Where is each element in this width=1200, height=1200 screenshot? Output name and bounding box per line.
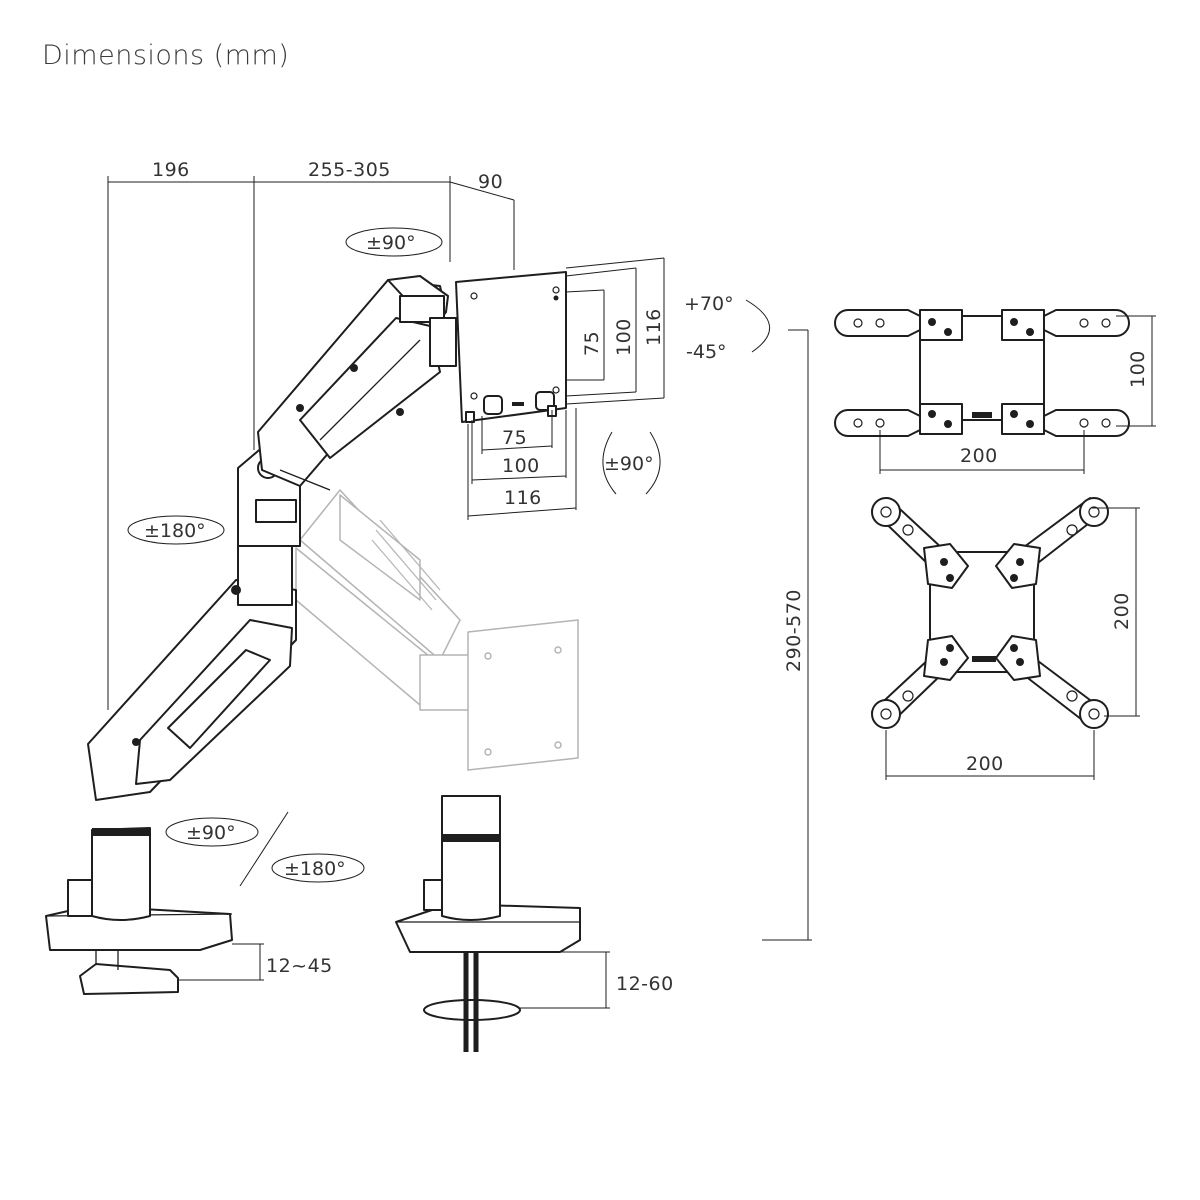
- rot-tilt-up: +70°: [684, 293, 734, 315]
- dim-clamp-thickness: 12~45: [266, 955, 333, 977]
- dim-adapter-b-height: 200: [1111, 592, 1133, 630]
- dim-adapter-a-width: 200: [960, 445, 998, 467]
- dim-adapter-b-width: 200: [966, 753, 1004, 775]
- dim-height-range: 290-570: [783, 589, 805, 672]
- rot-screen-rotate: ±90°: [604, 453, 654, 475]
- dimension-lines: [107, 176, 812, 1009]
- dim-plate-width-outer: 116: [504, 487, 542, 509]
- dim-plate-height-inner: 75: [581, 331, 603, 356]
- rot-tilt-down: -45°: [686, 341, 727, 363]
- dim-plate-height-outer: 116: [643, 308, 665, 346]
- rotation-arrows: [127, 227, 770, 883]
- upper-arm: [257, 275, 457, 491]
- dim-base-to-pole: 196: [152, 159, 190, 181]
- dim-adapter-a-height: 100: [1127, 350, 1149, 388]
- rot-base-swivel: ±90°: [186, 822, 236, 844]
- dim-grommet-thickness: 12-60: [616, 973, 674, 995]
- grommet-base: [395, 795, 581, 1052]
- dim-plate-width-inner: 75: [502, 427, 527, 449]
- vesa-plate: [455, 271, 567, 423]
- dim-plate-width-mid: 100: [502, 455, 540, 477]
- page-title: Dimensions (mm): [42, 40, 290, 71]
- rot-elbow-swivel: ±180°: [144, 520, 206, 542]
- clamp-base: [45, 827, 233, 995]
- adapter-plate-b: [871, 497, 1140, 780]
- lower-arm: [87, 544, 297, 801]
- dim-arm-reach: 255-305: [308, 159, 391, 181]
- adapter-plate-a: [834, 309, 1156, 474]
- dim-plate-depth: 90: [478, 171, 503, 193]
- rot-head-swivel: ±90°: [366, 232, 416, 254]
- ghost-arm: [295, 489, 579, 771]
- rot-base-swivel-alt: ±180°: [284, 858, 346, 880]
- dim-plate-height-mid: 100: [613, 318, 635, 356]
